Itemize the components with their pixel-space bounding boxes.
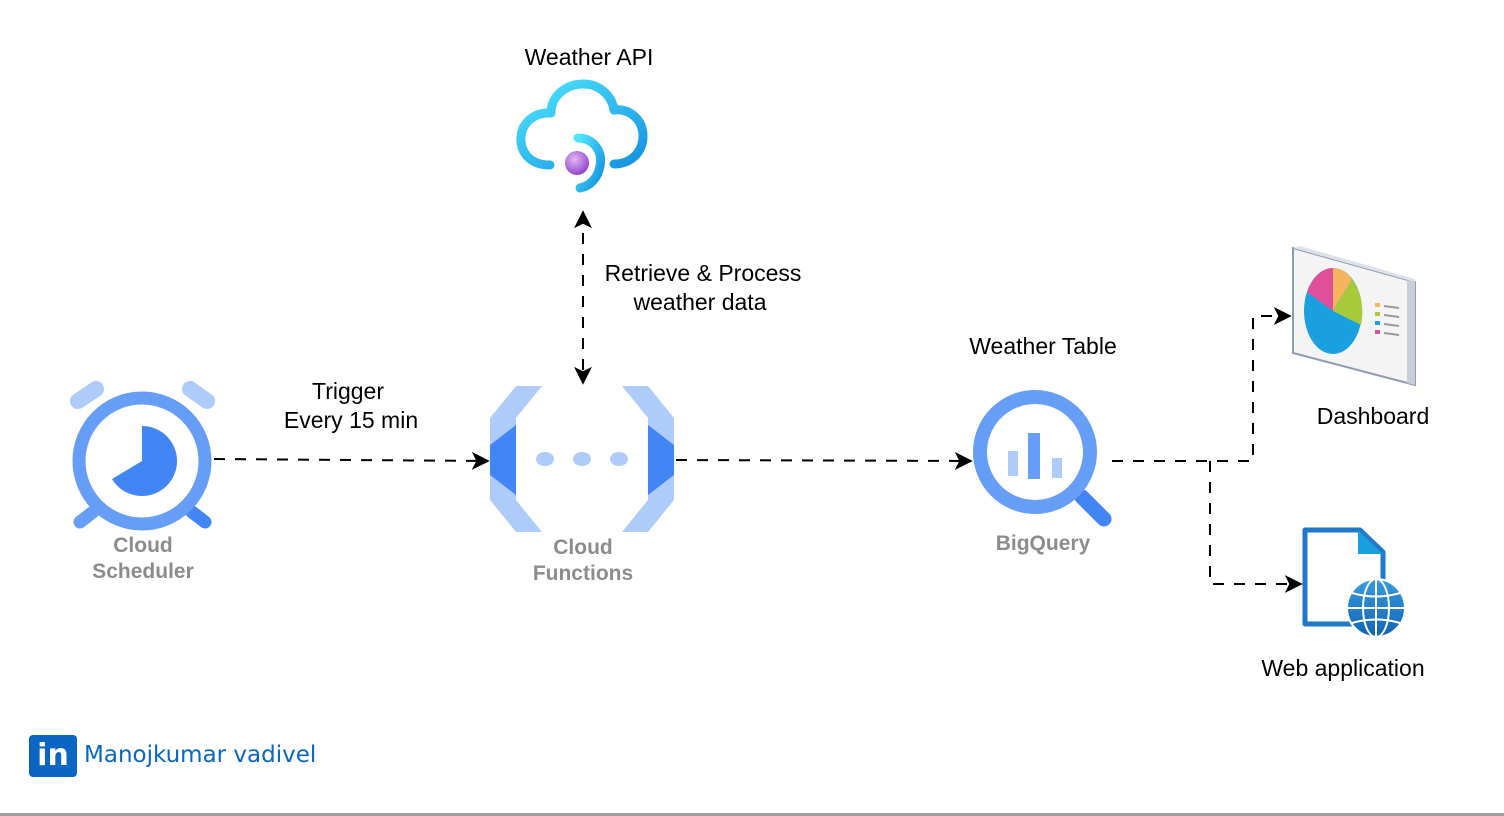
bigquery-label: BigQuery [995, 532, 1091, 555]
trigger-label-line2: Every 15 min [283, 407, 419, 433]
connectors [213, 210, 1303, 593]
retrieve-label-line2: weather data [633, 289, 767, 315]
arrow-scheduler-to-functions [213, 451, 490, 470]
linkedin-icon[interactable]: in [29, 735, 77, 777]
web-application-icon [1302, 527, 1406, 638]
cloud-scheduler-icon [70, 381, 215, 531]
arrow-bigquery-to-web-app [1209, 461, 1303, 593]
retrieve-label-line1: Retrieve & Process [604, 260, 802, 286]
web-application-label: Web application [1261, 655, 1425, 681]
bottom-divider [0, 813, 1504, 816]
cloud-scheduler-label-line1: Cloud [113, 534, 173, 557]
trigger-label-line1: Trigger [312, 378, 384, 404]
arrow-bigquery-to-dashboard [1112, 307, 1292, 462]
dashboard-label: Dashboard [1316, 403, 1430, 429]
arrow-functions-to-bigquery [675, 451, 973, 470]
cloud-functions-label-line1: Cloud [553, 536, 613, 559]
weather-table-label: Weather Table [969, 333, 1117, 359]
cloud-functions-label-line2: Functions [532, 562, 634, 585]
weather-api-cloud-icon [516, 79, 648, 193]
cloud-scheduler-label-line2: Scheduler [92, 560, 194, 583]
bigquery-icon [973, 390, 1112, 527]
author-link[interactable]: Manojkumar vadivel [84, 742, 317, 768]
cloud-functions-icon [490, 386, 674, 532]
weather-api-label: Weather API [524, 44, 654, 70]
dashboard-icon [1292, 246, 1416, 387]
